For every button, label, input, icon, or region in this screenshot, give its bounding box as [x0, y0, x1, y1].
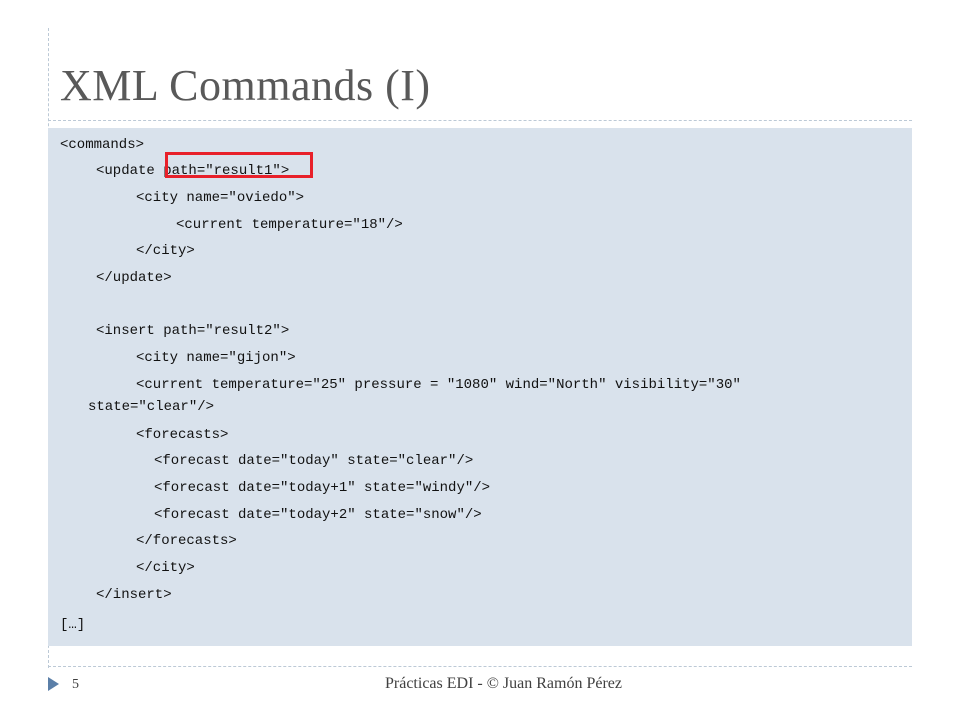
- highlight-box: [165, 152, 313, 178]
- code-line: <forecast date="today+2" state="snow"/>: [154, 507, 482, 523]
- code-line: <city name="oviedo">: [136, 190, 305, 206]
- top-divider: [48, 120, 912, 121]
- footer-text: Prácticas EDI - © Juan Ramón Pérez: [385, 675, 622, 692]
- code-line: </forecasts>: [136, 533, 237, 549]
- code-block: <commands> <update path="result1"> <city…: [48, 128, 912, 646]
- code-line: <current temperature="25" pressure = "10…: [136, 377, 741, 393]
- code-line: <forecasts>: [136, 427, 229, 443]
- code-line: <commands>: [60, 137, 145, 153]
- page-number: 5: [72, 677, 79, 692]
- code-line: <update path="result1">: [96, 163, 290, 179]
- bullet-arrow-icon: [48, 677, 59, 691]
- code-line: </city>: [136, 243, 195, 259]
- code-line: <current temperature="18"/>: [176, 217, 403, 233]
- bottom-divider: [48, 666, 912, 667]
- code-line: state="clear"/>: [88, 399, 215, 415]
- code-line: <insert path="result2">: [96, 323, 290, 339]
- code-line: </city>: [136, 560, 195, 576]
- code-line: <city name="gijon">: [136, 350, 296, 366]
- code-line: </insert>: [96, 587, 172, 603]
- code-line: […]: [60, 617, 86, 633]
- code-line: <forecast date="today" state="clear"/>: [154, 453, 474, 469]
- code-line: <forecast date="today+1" state="windy"/>: [154, 480, 491, 496]
- code-line: </update>: [96, 270, 172, 286]
- slide-title: XML Commands (I): [60, 61, 431, 110]
